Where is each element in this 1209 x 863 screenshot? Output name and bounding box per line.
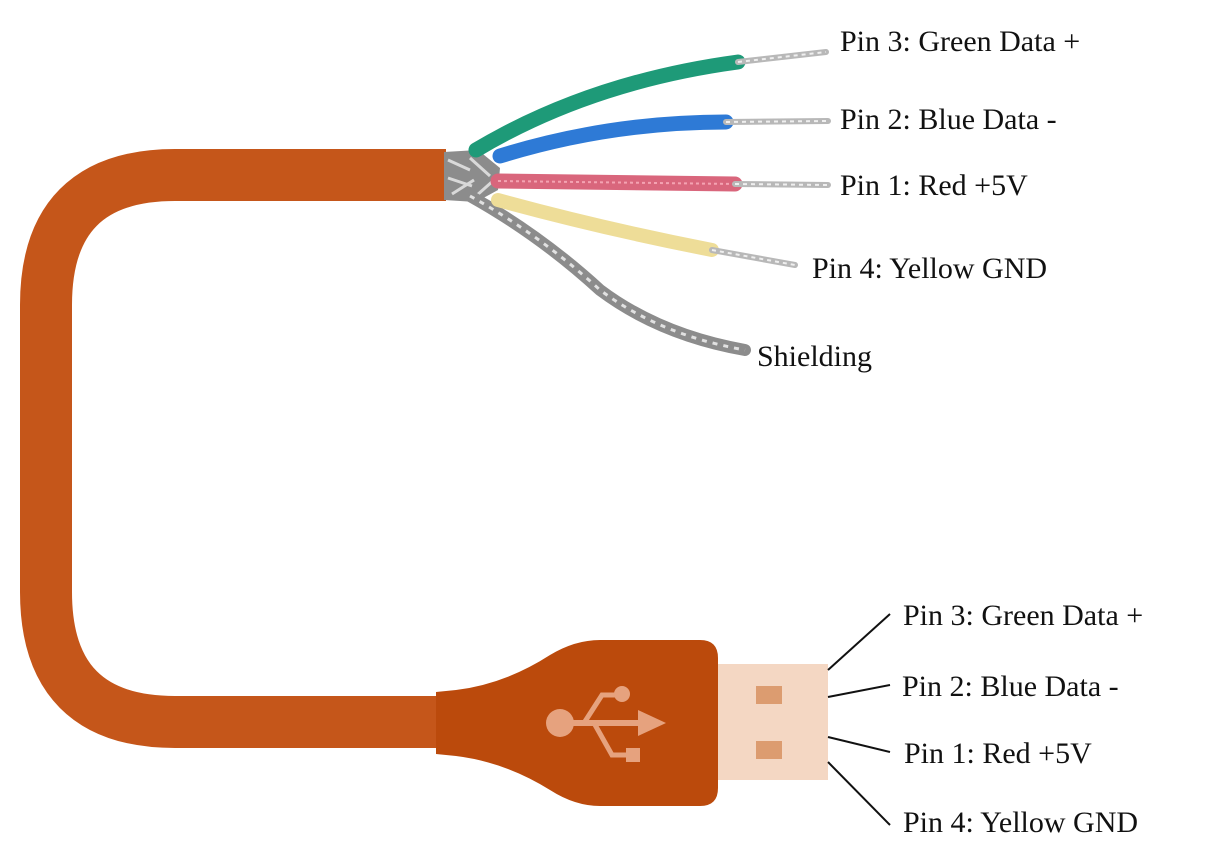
wire-green <box>468 49 829 158</box>
plug-label-pin1: Pin 1: Red +5V <box>904 737 1092 770</box>
wire-label-shielding: Shielding <box>757 340 872 373</box>
leader-line-pin2 <box>827 684 891 698</box>
wire-label-pin1: Pin 1: Red +5V <box>840 169 1028 202</box>
wire-label-pin4: Pin 4: Yellow GND <box>812 252 1047 285</box>
plug-label-pin4: Pin 4: Yellow GND <box>903 806 1138 839</box>
wire-blue <box>492 114 831 164</box>
contact-pad-lower <box>756 741 782 759</box>
usb-connector-shell <box>718 664 828 780</box>
shield-braid-base <box>444 150 500 202</box>
wire-label-pin2: Pin 2: Blue Data - <box>840 103 1057 136</box>
leader-line-pin1 <box>827 736 891 753</box>
wire-red <box>490 173 831 192</box>
leader-line-pin3 <box>827 613 891 671</box>
usb-trident-icon <box>546 686 666 762</box>
plug-leader-lines <box>827 613 891 826</box>
cable-jacket <box>20 149 446 748</box>
leader-line-pin4 <box>827 761 891 826</box>
wire-yellow <box>491 193 798 268</box>
plug-label-pin3: Pin 3: Green Data + <box>903 599 1143 632</box>
shielding-wire <box>464 190 751 356</box>
plug-label-pin2: Pin 2: Blue Data - <box>902 670 1119 703</box>
contact-pad-upper <box>756 686 782 704</box>
wire-label-pin3: Pin 3: Green Data + <box>840 25 1080 58</box>
